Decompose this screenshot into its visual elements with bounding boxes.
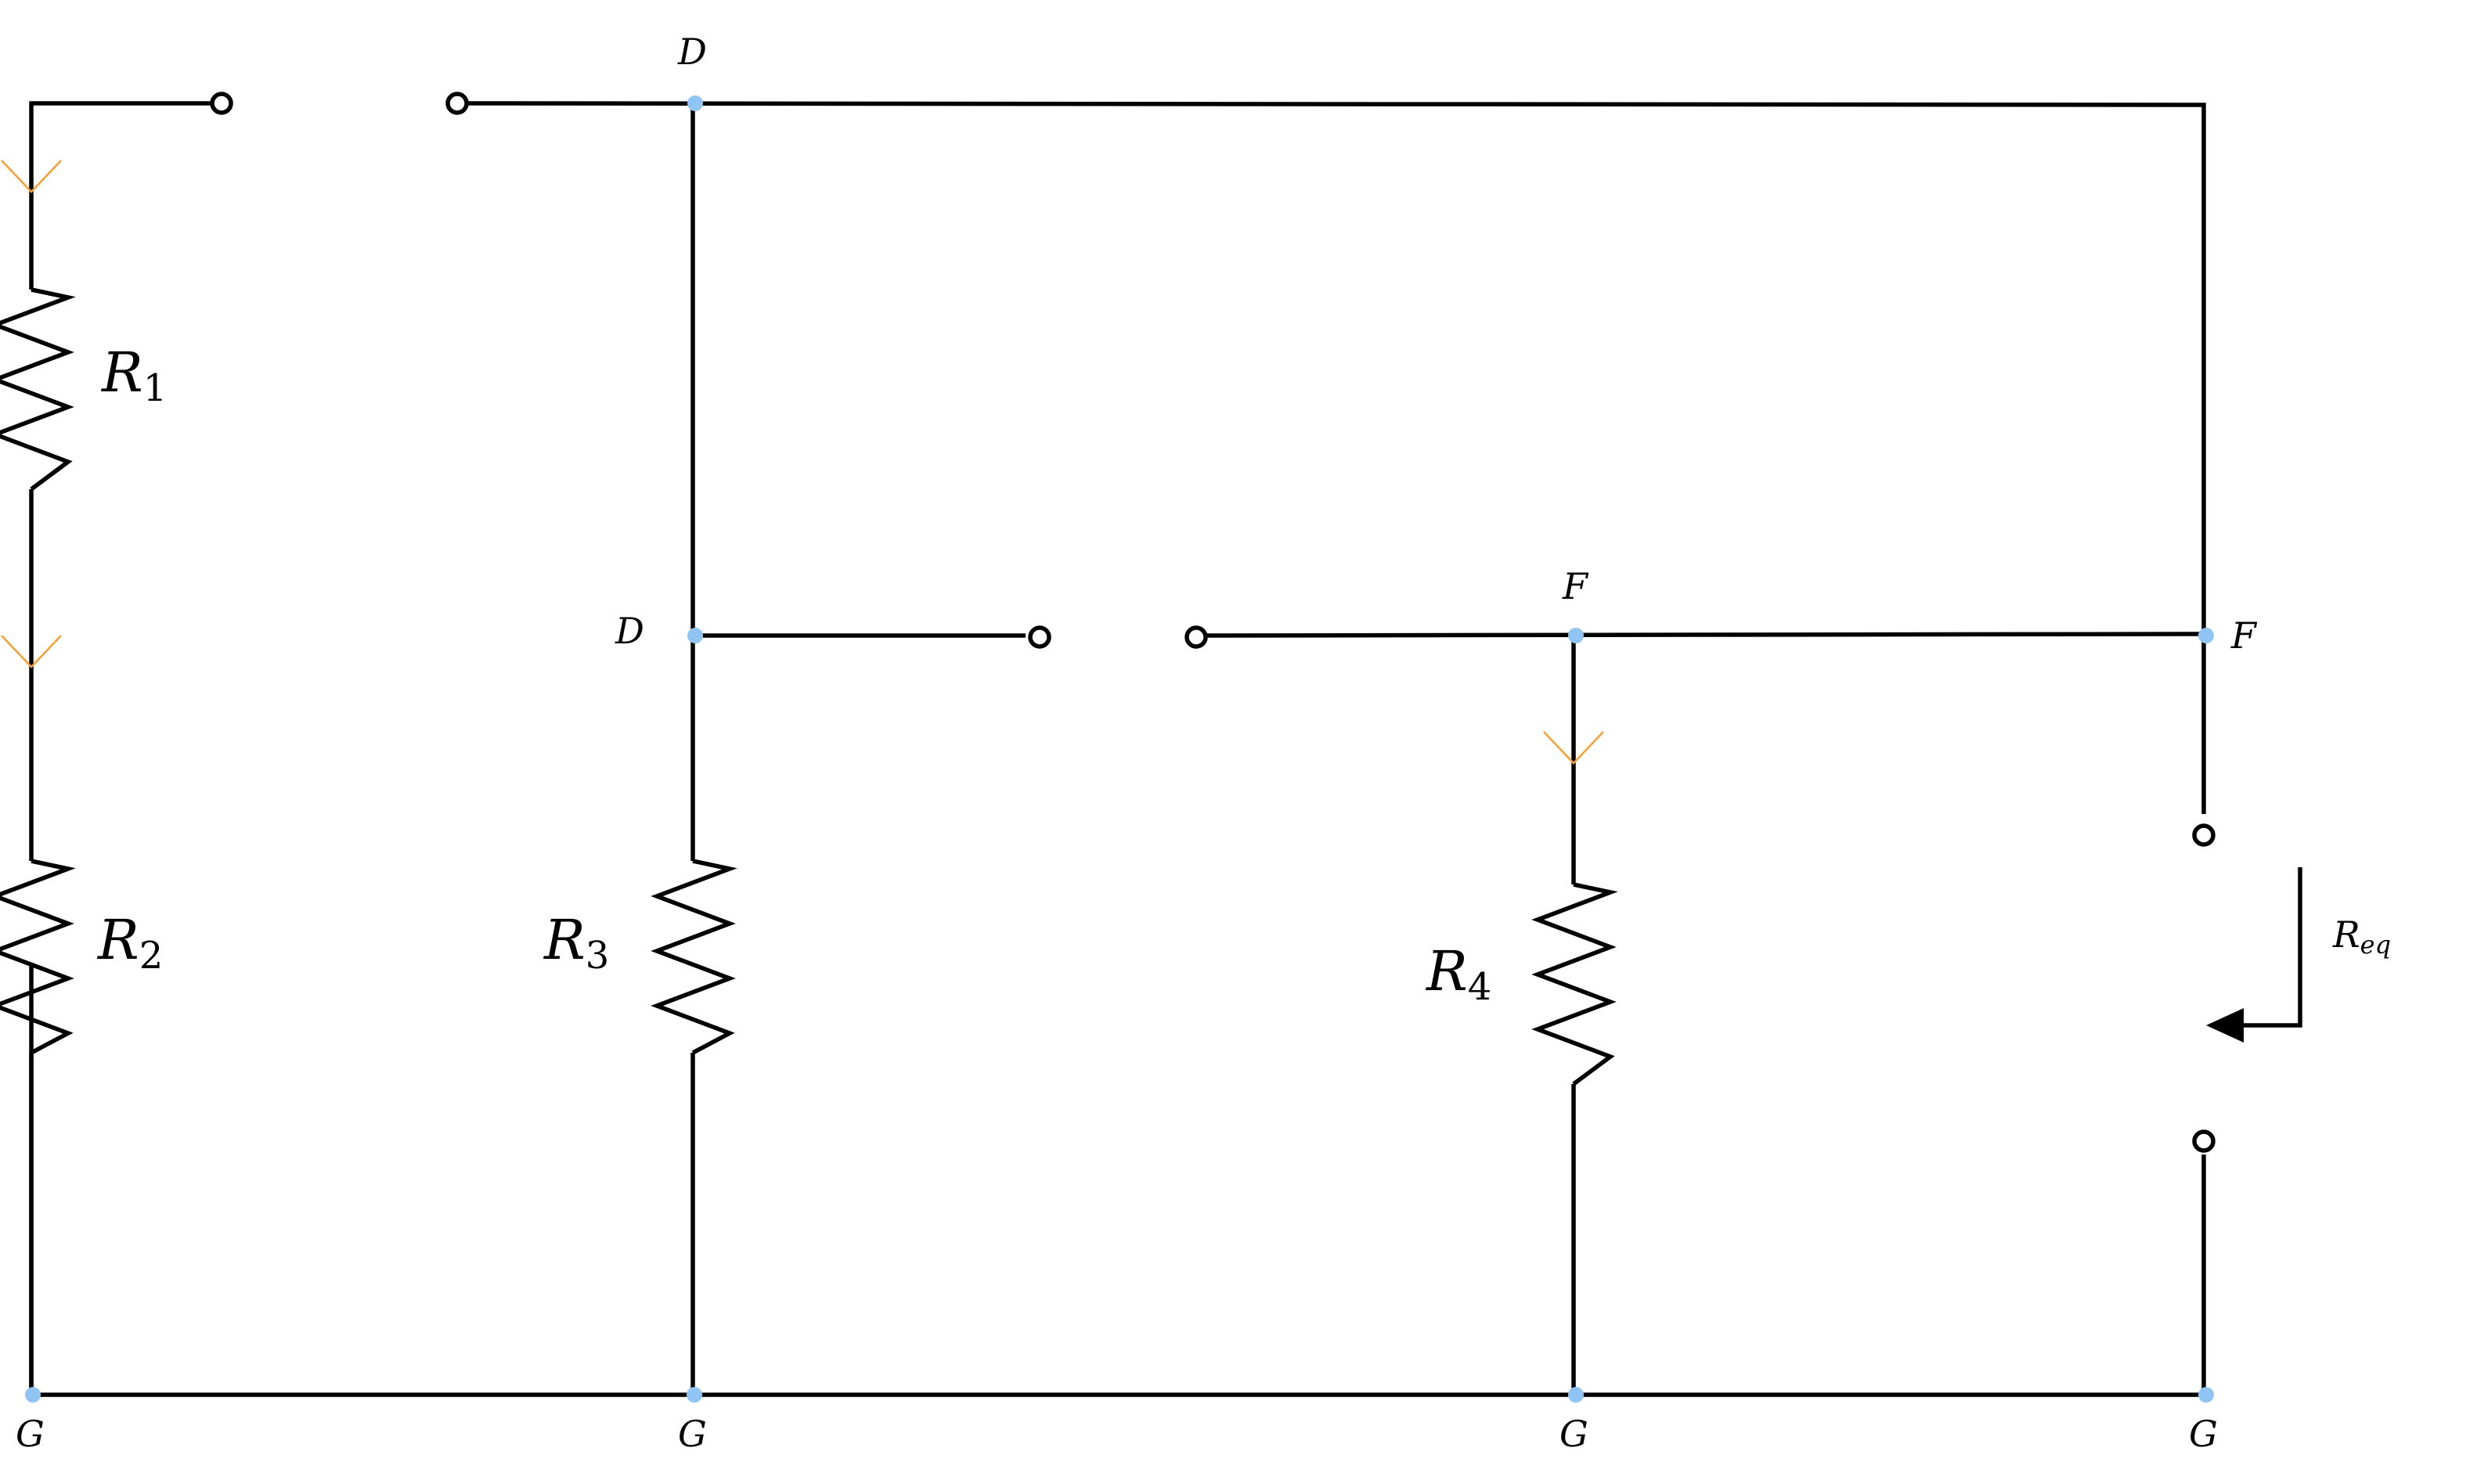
- resistor-label-r2: R2: [96, 908, 163, 978]
- wires: [29, 101, 2206, 1397]
- node-dot-d-top: [687, 95, 703, 111]
- wire-top: [466, 101, 2206, 636]
- resistors: [0, 287, 1618, 1086]
- left-arrow-icon: [2206, 1008, 2244, 1043]
- chevron-down-icon: [1543, 731, 1604, 765]
- node-dot-g-2: [687, 1387, 702, 1403]
- node-label-g-3: G: [1559, 1413, 1588, 1455]
- wire-f-mid: [1205, 632, 2205, 638]
- resistor-labels: R1 R2 R3 R4: [96, 340, 1491, 1009]
- terminal-mid-b: [1184, 625, 1208, 649]
- resistor-label-r1: R1: [100, 340, 167, 410]
- terminal-port-bottom: [2192, 1129, 2216, 1153]
- node-label-g-1: G: [16, 1413, 45, 1455]
- node-label-d-mid: D: [615, 610, 644, 652]
- req-arrow-line: [2241, 867, 2302, 1028]
- current-arrows: [1, 160, 1604, 765]
- node-dot-g-4: [2198, 1387, 2214, 1403]
- terminal-left-b: [445, 92, 469, 115]
- terminal-mid-a: [1028, 625, 1051, 649]
- chevron-down-icon: [1, 160, 62, 193]
- req-label: Req: [2332, 913, 2391, 960]
- node-label-g-2: G: [678, 1413, 707, 1455]
- node-dot-g-1: [25, 1387, 41, 1403]
- node-dot-d-mid: [687, 628, 703, 643]
- terminal-port-top: [2192, 823, 2216, 847]
- node-dot-f-mid: [1568, 628, 1584, 643]
- node-dot-g-3: [1568, 1387, 1584, 1403]
- chevron-down-icon: [1, 635, 62, 668]
- node-dots: [25, 95, 2214, 1403]
- req-indicator: Req: [2206, 867, 2391, 1043]
- node-labels: D D F F G G G G: [16, 31, 2258, 1455]
- resistor-label-r3: R3: [543, 908, 609, 978]
- wire-left-vertical-upper: [29, 101, 211, 290]
- node-label-d-top: D: [677, 31, 707, 73]
- node-label-f-mid: F: [1562, 565, 1589, 607]
- node-label-g-4: G: [2189, 1413, 2218, 1455]
- terminal-left-a: [210, 92, 233, 115]
- resistor-r3: [651, 859, 737, 1055]
- node-label-f-right: F: [2230, 614, 2258, 657]
- resistor-label-r4: R4: [1425, 939, 1491, 1009]
- terminals: [210, 92, 2216, 1153]
- resistor-r1: [0, 287, 76, 492]
- resistor-r2: [0, 859, 76, 1055]
- resistor-r4: [1531, 882, 1618, 1086]
- node-dot-f-right: [2198, 628, 2214, 643]
